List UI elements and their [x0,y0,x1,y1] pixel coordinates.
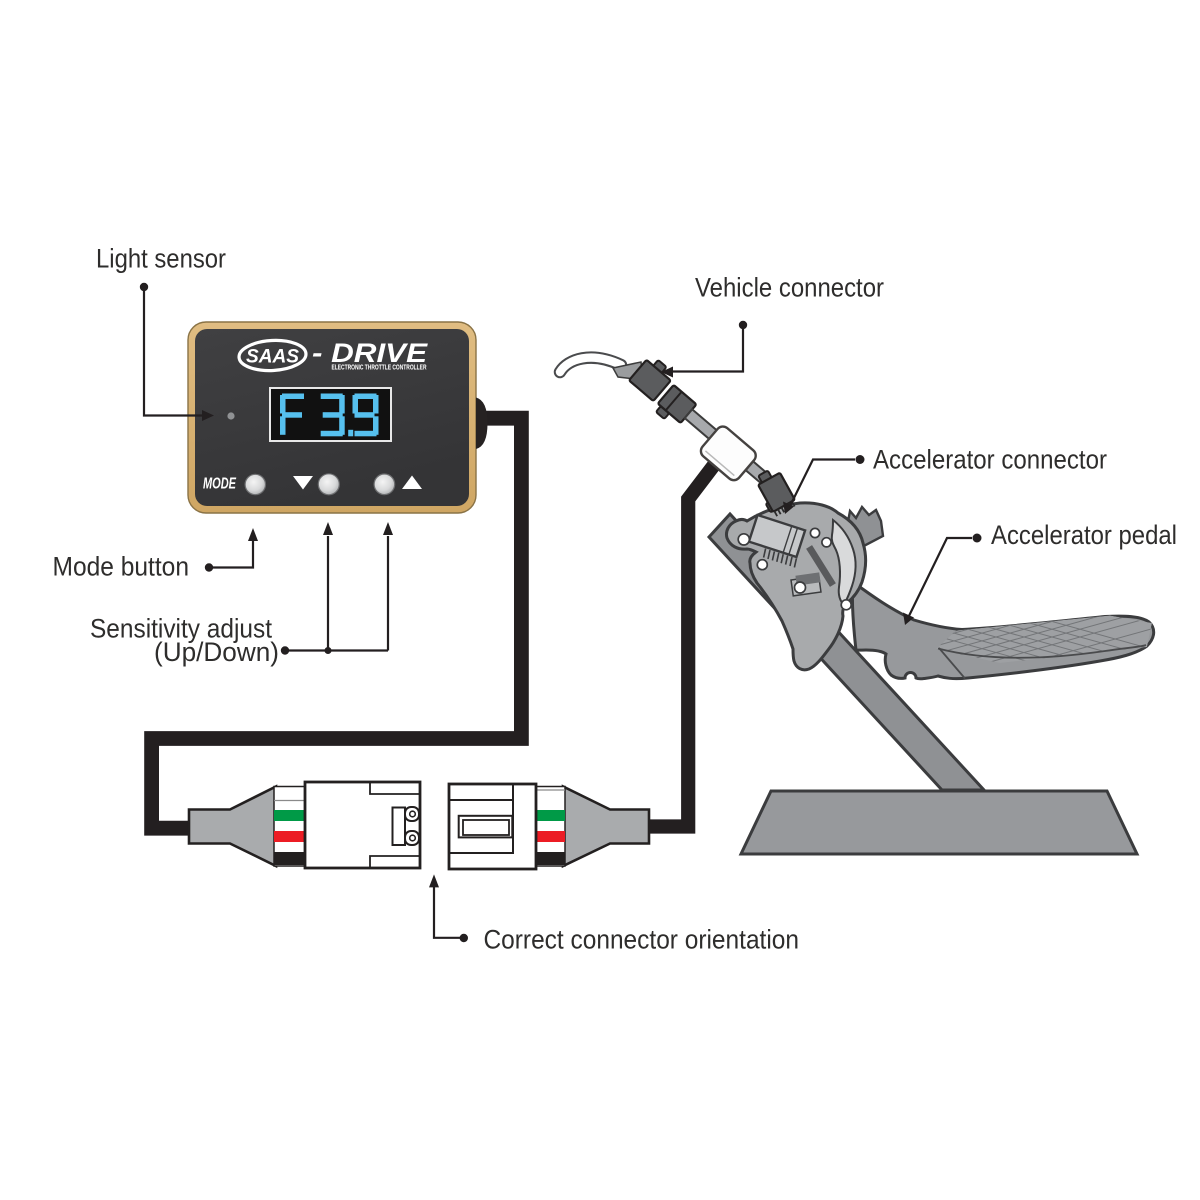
svg-text:(Up/Down): (Up/Down) [154,637,279,667]
svg-text:Sensitivity adjust: Sensitivity adjust [90,614,273,644]
svg-text:Mode button: Mode button [53,552,190,582]
svg-text:ELECTRONIC THROTTLE CONTROLLER: ELECTRONIC THROTTLE CONTROLLER [332,365,427,372]
svg-text:Accelerator pedal: Accelerator pedal [991,520,1177,550]
svg-text:SAAS: SAAS [246,346,299,368]
svg-text:MODE: MODE [203,476,236,493]
svg-text:Correct connector orientation: Correct connector orientation [484,924,800,954]
svg-text:- DRIVE: - DRIVE [312,338,428,368]
svg-text:Vehicle connector: Vehicle connector [695,273,884,303]
svg-text:Light sensor: Light sensor [96,243,226,273]
svg-text:Accelerator connector: Accelerator connector [873,445,1107,475]
